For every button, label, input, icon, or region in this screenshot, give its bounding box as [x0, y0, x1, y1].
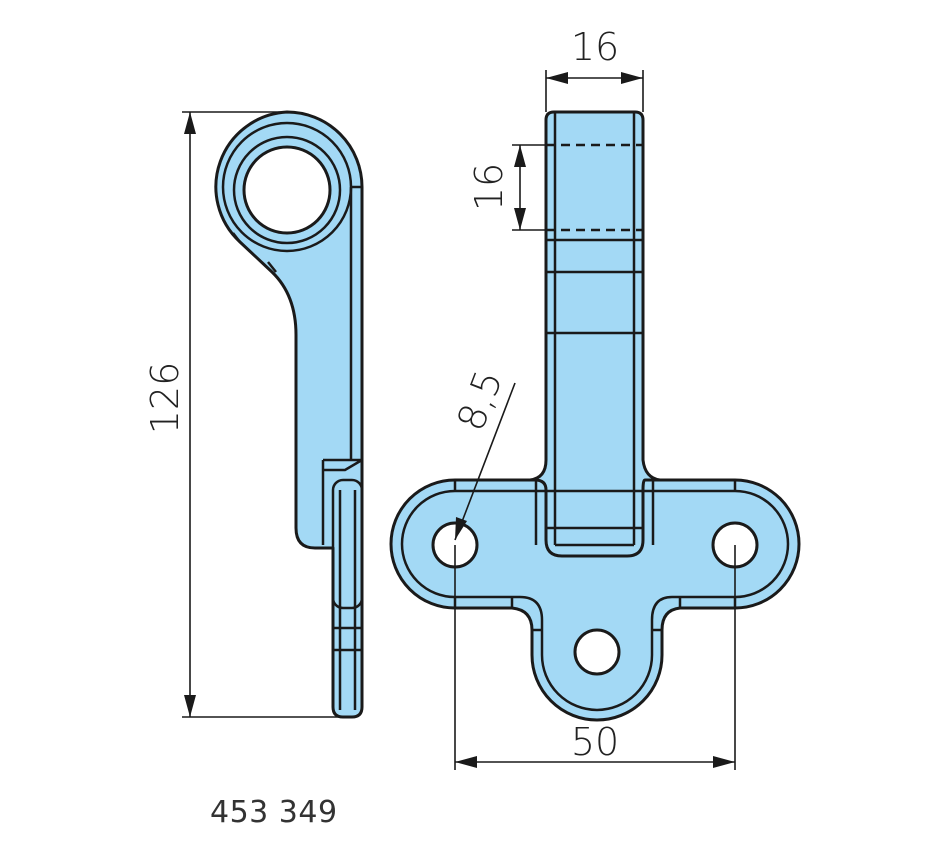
side-view [214, 110, 364, 719]
dimension-slot-height: 16 [467, 144, 546, 231]
part-number: 453 349 [210, 795, 338, 830]
dimension-hole-spacing: 50 [454, 545, 736, 770]
dimension-hole-diameter-leader [454, 382, 516, 541]
mounting-hole-bottom [573, 628, 621, 676]
dimension-126: 126 [143, 111, 345, 718]
dimension-126-label: 126 [143, 362, 187, 435]
dimension-hole-diameter-label: 8,5 [448, 364, 511, 436]
dimension-slot-height-arrows [514, 145, 526, 230]
front-view-hidden-slot [546, 143, 643, 232]
dimension-hole-spacing-lines [454, 545, 736, 770]
side-view-body [214, 110, 364, 719]
front-view-inner-contour [400, 489, 790, 712]
dimension-stem-width-arrows [546, 72, 643, 84]
front-view [389, 110, 801, 722]
dimension-stem-width: 16 [545, 25, 644, 112]
side-view-bend-marks [232, 232, 277, 273]
dimension-hole-diameter-arrow [455, 517, 467, 540]
side-view-eye-hole [242, 145, 332, 235]
side-view-plate-lines [333, 490, 362, 710]
side-view-ring-inner [232, 135, 342, 245]
front-view-base [389, 478, 801, 722]
dimension-slot-height-label: 16 [467, 163, 511, 211]
side-view-bend-detail [321, 458, 363, 545]
side-view-lower-plate [331, 478, 364, 610]
front-view-stem-lines [546, 112, 643, 547]
front-view-stem-flanges [534, 480, 655, 545]
dimension-stem-width-label: 16 [571, 25, 619, 69]
dimension-126-lines [182, 111, 345, 718]
dimension-hole-spacing-label: 50 [571, 720, 619, 764]
